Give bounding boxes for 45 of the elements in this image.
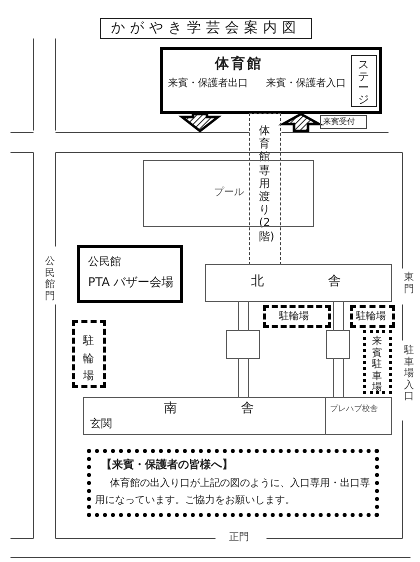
walkway-lines (238, 358, 249, 398)
block-arrow (178, 112, 222, 133)
car-parking-box (363, 330, 392, 394)
hall-label: 公民館 (88, 256, 121, 269)
notice-heading: 【来賓・保護者の皆様へ】 (101, 459, 233, 472)
building-name: 南舎 (164, 402, 318, 417)
parking-label: 来賓駐車場 (372, 336, 382, 394)
venue-label: PTA バザー会場 (88, 276, 174, 290)
title: かがやき学芸会案内図 (100, 18, 312, 39)
prefab-label: プレハブ校舎 (330, 404, 378, 414)
notice-box (87, 449, 379, 517)
stage-label: ステージ (358, 59, 369, 106)
building-box (160, 47, 382, 114)
bike-parking-box (350, 305, 395, 328)
gate-label: 公民館門 (45, 256, 55, 302)
pool-label: プール (214, 187, 244, 198)
parking-label: 駐輪場 (83, 333, 94, 384)
bike-parking-box (72, 320, 106, 388)
connector-box (326, 330, 350, 359)
building-name: 北舎 (251, 275, 405, 289)
gate-label: 正門 (229, 532, 249, 544)
bike-parking-box (263, 305, 331, 328)
gate-label: 東門 (404, 272, 414, 295)
pool-box (143, 160, 314, 227)
parking-label: 駐輪場 (279, 311, 309, 322)
parking-label: 駐輪場 (356, 311, 386, 322)
corridor-box (249, 113, 281, 265)
stage-box (351, 55, 377, 107)
building-box (205, 264, 392, 302)
reception-box (320, 115, 367, 129)
block-arrow (278, 112, 324, 132)
hall-box (77, 245, 183, 303)
reception-label: 来賓受付 (323, 117, 355, 126)
notice-text: 体育館の出入り口が上記の図のように、入口専用・出口専用になっています。ご協力をお願いします。 (95, 476, 371, 508)
entrance-label: 玄関 (90, 418, 112, 431)
entrance-label: 来賓・保護者入口 (266, 78, 346, 90)
building-box (83, 397, 326, 435)
walkway-lines (333, 302, 344, 330)
building-box (325, 397, 392, 435)
exit-label: 来賓・保護者出口 (168, 78, 248, 90)
entrance-label: 駐車場入口 (404, 345, 414, 402)
walkway-lines (333, 358, 344, 398)
walkway-lines (238, 302, 249, 330)
building-name: 体育館 (215, 56, 263, 72)
connector-box (226, 330, 260, 359)
